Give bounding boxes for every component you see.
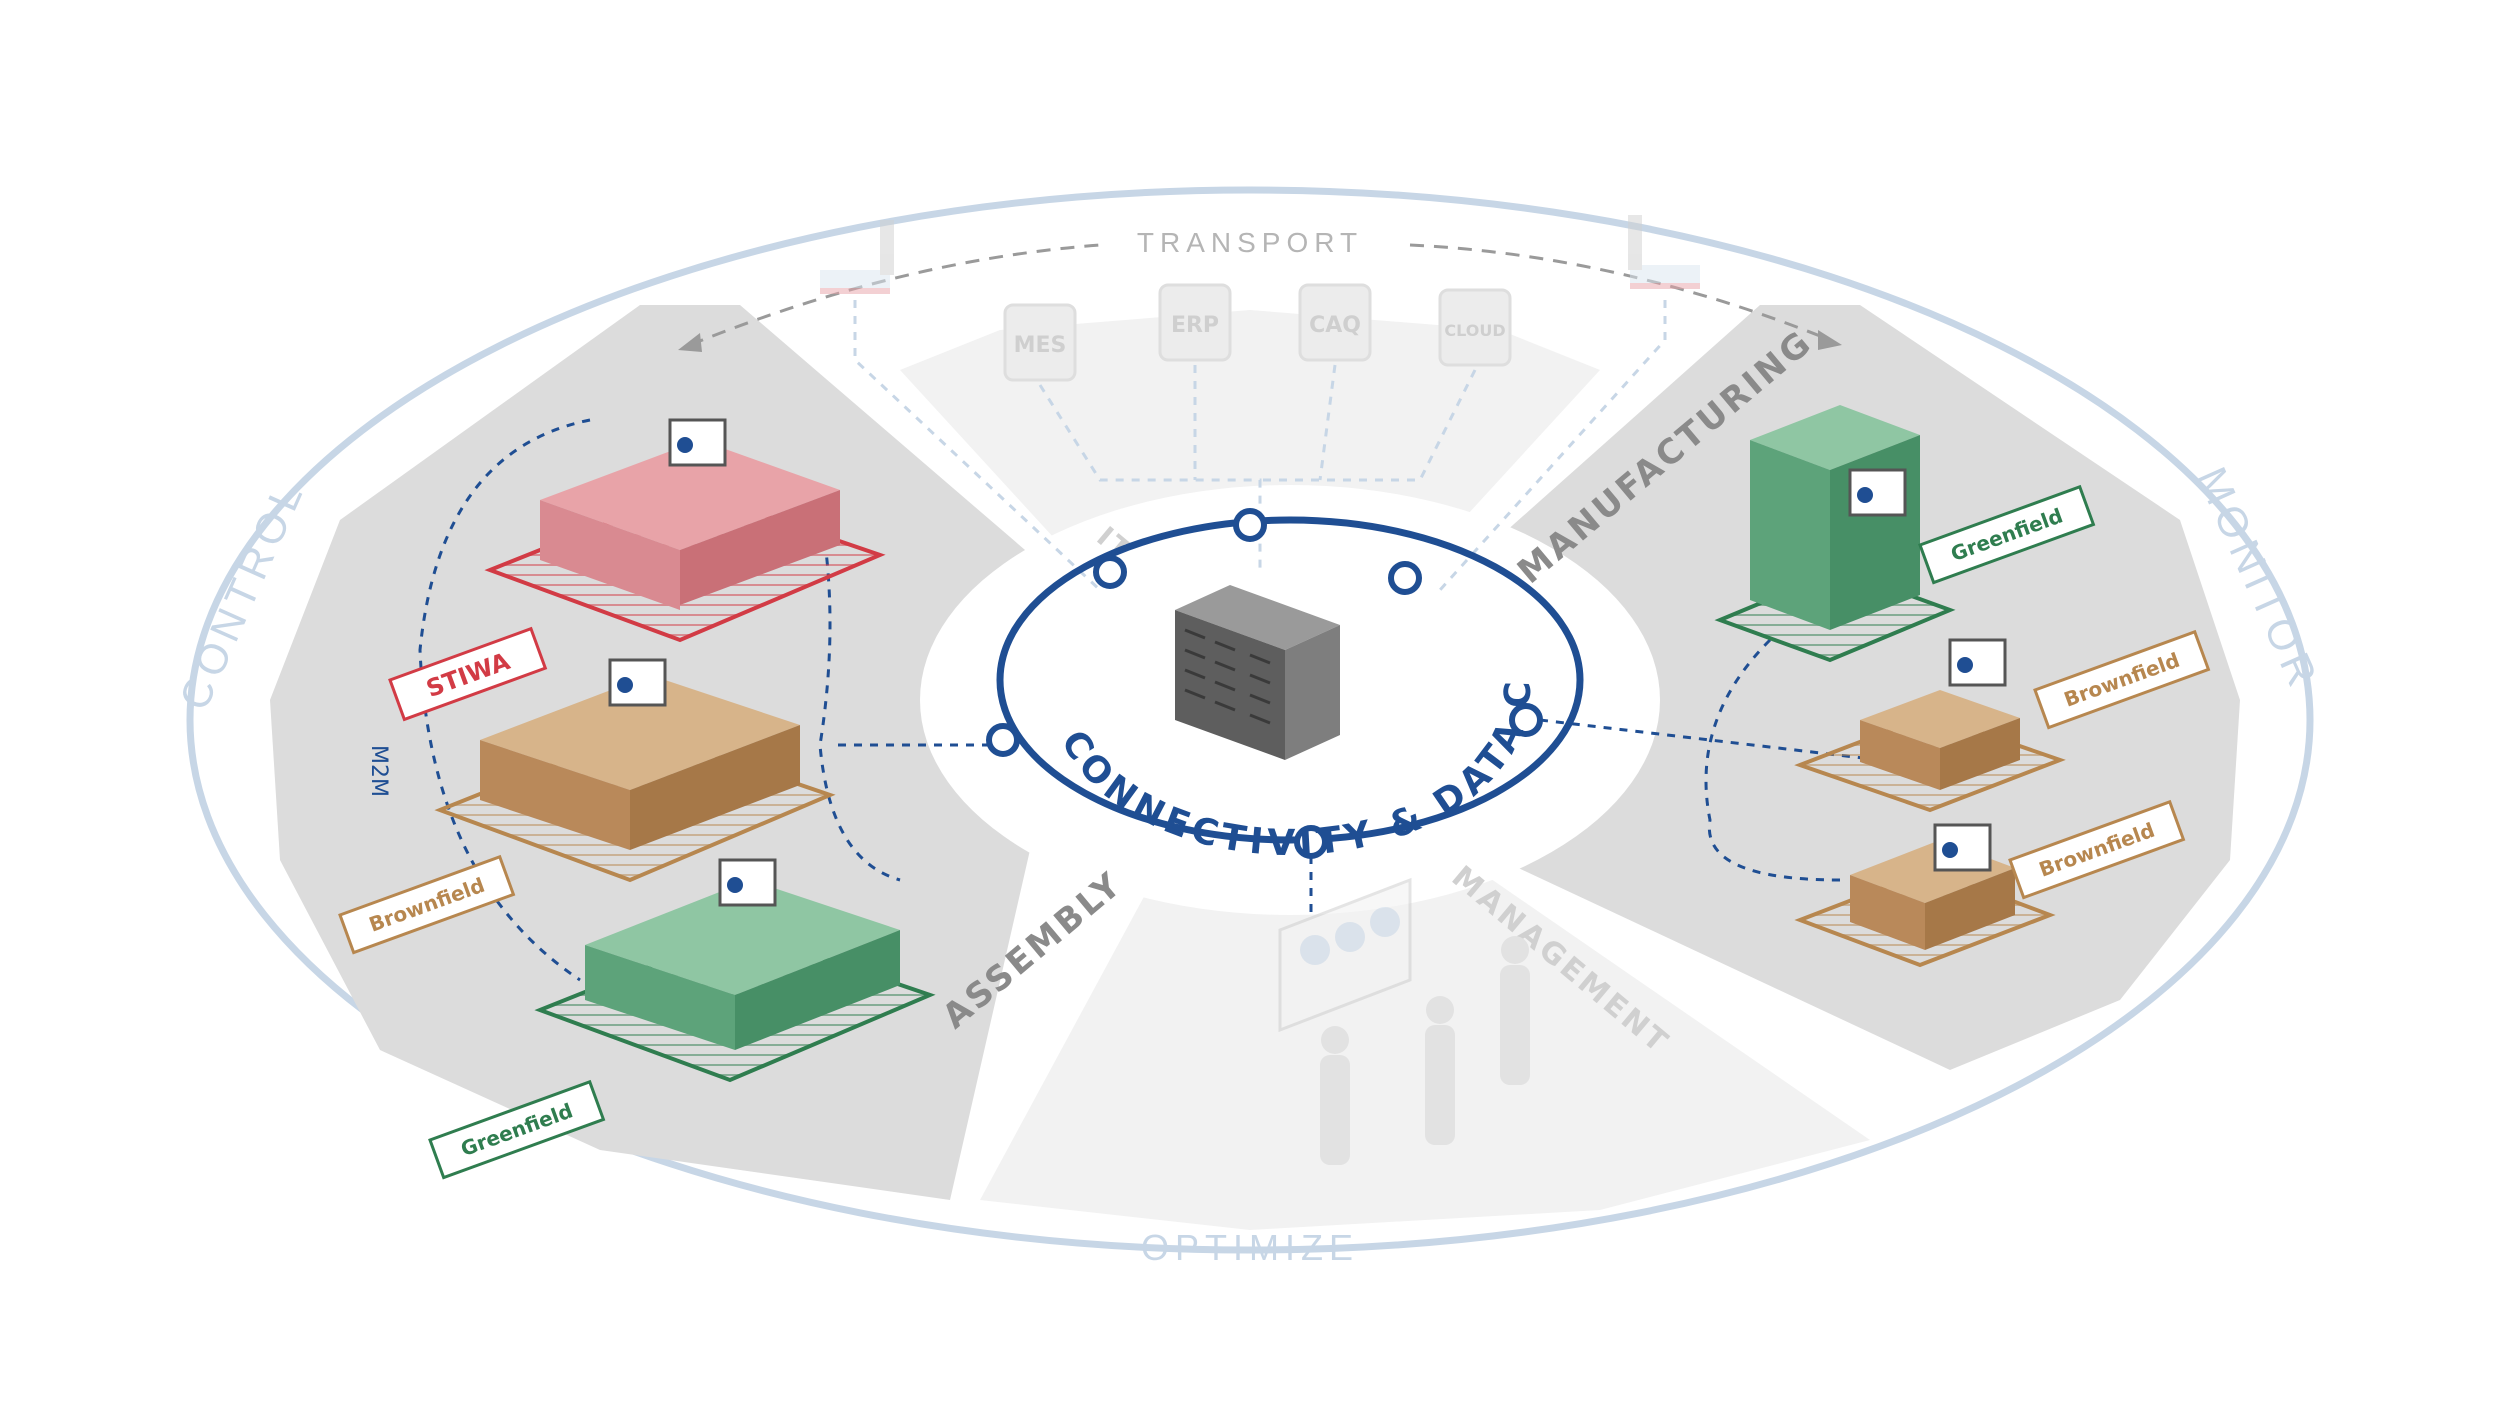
- hub-node-right-upper[interactable]: [1388, 561, 1422, 595]
- ring-label-transport: TRANSPORT: [1137, 227, 1363, 258]
- it-tile-caq-label: CAQ: [1309, 313, 1361, 338]
- management-sector-bg: [980, 830, 1870, 1230]
- assembly-line-brownfield: [434, 658, 836, 883]
- it-tile-caq: CAQ: [1298, 283, 1372, 362]
- machine-brownfield-1: [1794, 638, 2066, 813]
- it-tile-cloud-label: CLOUD: [1444, 321, 1505, 340]
- assembly-line-greenfield: [534, 858, 936, 1083]
- hub-ring: [996, 516, 1584, 844]
- brownfield-screen: [608, 658, 667, 707]
- it-tile-mes-label: MES: [1014, 333, 1067, 358]
- it-system-tiles: MES ERP CAQ CLOUD: [1003, 283, 1512, 382]
- transport-route: [689, 243, 1831, 347]
- it-tile-mes: MES: [1003, 303, 1077, 382]
- management-people: [1320, 936, 1530, 1165]
- hub-node-left-upper[interactable]: [1093, 555, 1127, 589]
- assembly-tag-greenfield: Greenfield: [428, 1079, 606, 1180]
- it-connectors: [853, 300, 1667, 592]
- machine-brownfield-1-screen: [1948, 638, 2007, 687]
- assembly-line-stiwa: [484, 418, 886, 643]
- stiwa-screen: [668, 418, 727, 467]
- it-tile-erp-label: ERP: [1171, 313, 1219, 338]
- it-tile-erp: ERP: [1158, 283, 1232, 362]
- server-rack-icon: [1175, 585, 1340, 760]
- machine-brownfield-2: [1794, 823, 2056, 968]
- machine-greenfield: [1714, 405, 1956, 663]
- hub-node-top[interactable]: [1233, 508, 1267, 542]
- transport-arrow-right: [1818, 330, 1842, 350]
- transport-arrow-left: [678, 333, 702, 352]
- transport-cart-right: [1628, 215, 1700, 289]
- hub-nodes: [986, 508, 1543, 859]
- hub-node-left[interactable]: [986, 723, 1020, 757]
- transport-cart-left: [820, 220, 894, 294]
- ring-label-optimize: OPTIMIZE: [1141, 1227, 1359, 1268]
- it-tile-cloud: CLOUD: [1438, 288, 1512, 367]
- m2m-label: M2M: [366, 745, 391, 797]
- management-dashboard: [1278, 877, 1412, 1033]
